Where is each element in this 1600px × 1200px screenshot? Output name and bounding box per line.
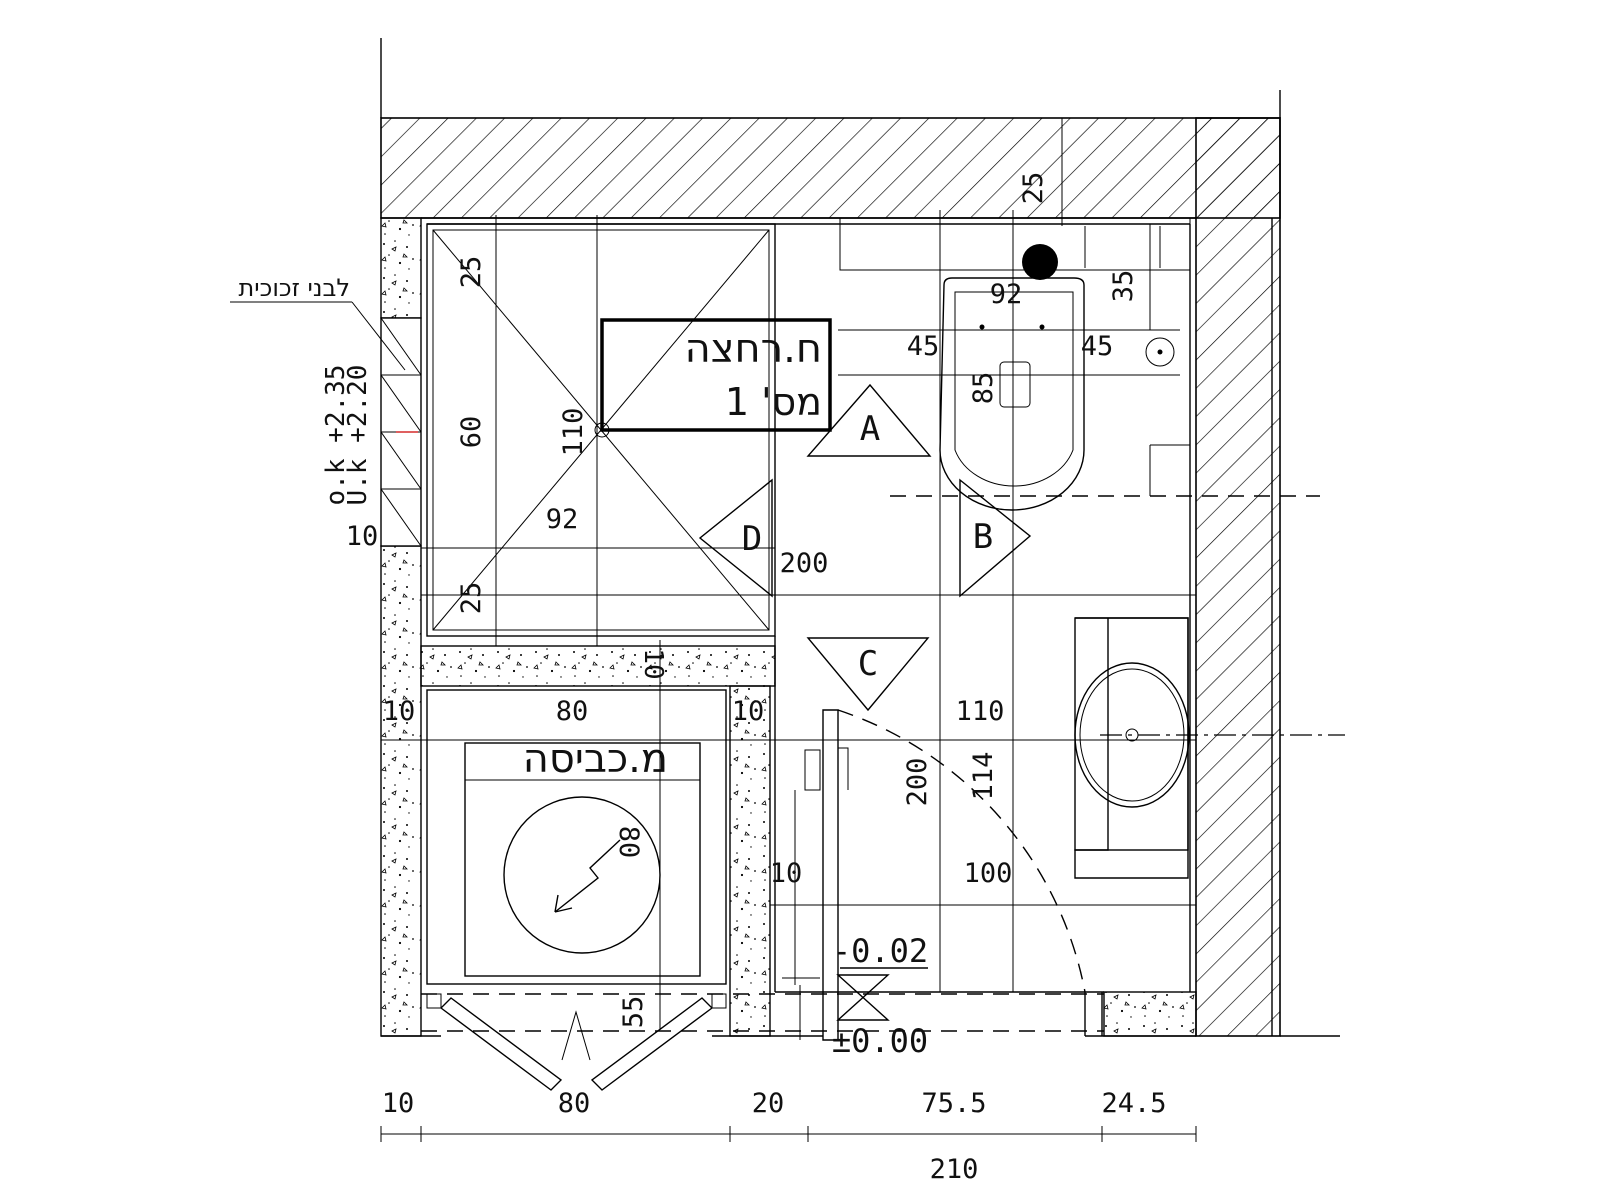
dim-toilet-width: 92 xyxy=(990,279,1023,310)
dimension-texts: 25 25 60 25 10 110 92 10 200 92 35 45 45… xyxy=(346,172,1167,1185)
dim-room-200-h: 200 xyxy=(780,548,829,579)
dim-shower-partition: 10 xyxy=(638,648,668,679)
marker-d xyxy=(698,478,773,598)
basin-cabinet xyxy=(1074,617,1189,879)
annotations: לבני זכוכית o.k +2.35 U.k +2.20 -0.02 ±0… xyxy=(239,274,929,1060)
dim-wm-width: 80 xyxy=(556,696,589,727)
dim-toilet-right: 45 xyxy=(1081,331,1114,362)
bathroom-door-leaf xyxy=(822,709,839,1041)
dim-shower-width: 92 xyxy=(546,504,579,535)
dim-room-200-v: 200 xyxy=(902,758,933,807)
top-wall xyxy=(380,117,1281,219)
dim-toilet-85: 85 xyxy=(968,372,999,405)
glass-block-window xyxy=(380,317,422,547)
dim-passage-110: 110 xyxy=(956,696,1005,727)
marker-b xyxy=(959,478,1032,598)
door-leaf-right xyxy=(590,997,714,1091)
level-symbol xyxy=(836,974,890,1021)
marker-b-label: B xyxy=(973,517,993,557)
marker-d-label: D xyxy=(742,519,762,559)
dim-shower-top: 25 xyxy=(456,256,487,289)
washing-machine-body xyxy=(464,742,701,977)
marker-c-label: C xyxy=(858,644,878,684)
pipe-icon xyxy=(1022,244,1058,280)
washing-machine-label: מ.כביסה xyxy=(523,736,668,782)
marker-a-label: A xyxy=(860,409,880,449)
toilet-bowl xyxy=(939,277,1085,511)
floor-drain-icon xyxy=(1145,337,1175,367)
zero-level: ±0.00 xyxy=(832,1022,928,1060)
dim-wm-door: 55 xyxy=(618,996,649,1029)
wash-basin xyxy=(1074,617,1345,879)
dim-wm-left: 10 xyxy=(383,696,416,727)
dim-top-wall: 25 xyxy=(1018,172,1049,205)
dim-bottom-80: 80 xyxy=(558,1088,591,1119)
washing-machine-drum xyxy=(503,796,661,954)
dim-window-sill: 10 xyxy=(346,521,379,552)
section-markers: A B C D xyxy=(698,383,1032,712)
dimension-lines xyxy=(230,118,1197,1142)
dim-wm-diameter: 80 xyxy=(613,826,644,859)
dim-toilet-depth: 35 xyxy=(1108,270,1139,303)
room-number: מס' 1 xyxy=(725,380,822,424)
right-wall xyxy=(1195,117,1281,1037)
door-handle-icon xyxy=(804,749,821,791)
marker-c xyxy=(806,637,930,712)
room-name: ח.רחצה xyxy=(685,326,822,372)
dim-shower-window: 60 xyxy=(456,416,487,449)
window-top-level: o.k +2.35 xyxy=(321,365,351,506)
glass-blocks-label: לבני זכוכית xyxy=(239,274,351,302)
floor-level: -0.02 xyxy=(832,932,928,970)
washing-machine-cabinet xyxy=(426,689,727,985)
toilet-cistern-shelf xyxy=(839,217,1191,271)
dim-bottom-24-5: 24.5 xyxy=(1101,1088,1166,1119)
door-leaf-left xyxy=(439,997,563,1091)
room-label: ח.רחצה מס' 1 xyxy=(600,318,832,432)
dim-shower-depth: 110 xyxy=(558,408,589,457)
door-arrow-icon xyxy=(561,1010,591,1061)
dim-bottom-75-5: 75.5 xyxy=(921,1088,986,1119)
walls xyxy=(380,38,1340,1037)
marker-a xyxy=(806,383,932,457)
dim-toilet-left: 45 xyxy=(907,331,940,362)
dim-bottom-total: 210 xyxy=(930,1154,979,1185)
electric-icon xyxy=(554,839,621,913)
dim-passage-114: 114 xyxy=(968,752,999,801)
toilet xyxy=(839,217,1320,511)
dim-bottom-10: 10 xyxy=(382,1088,415,1119)
doors xyxy=(381,709,1196,1091)
dim-wm-right: 10 xyxy=(732,696,765,727)
dim-bottom-20: 20 xyxy=(752,1088,785,1119)
dim-shower-bottom: 25 xyxy=(456,582,487,615)
dim-passage-100: 100 xyxy=(964,858,1013,889)
washing-machine: מ.כביסה xyxy=(426,689,727,985)
window-bottom-level: U.k +2.20 xyxy=(343,365,373,506)
dim-glass-10: 10 xyxy=(770,858,803,889)
